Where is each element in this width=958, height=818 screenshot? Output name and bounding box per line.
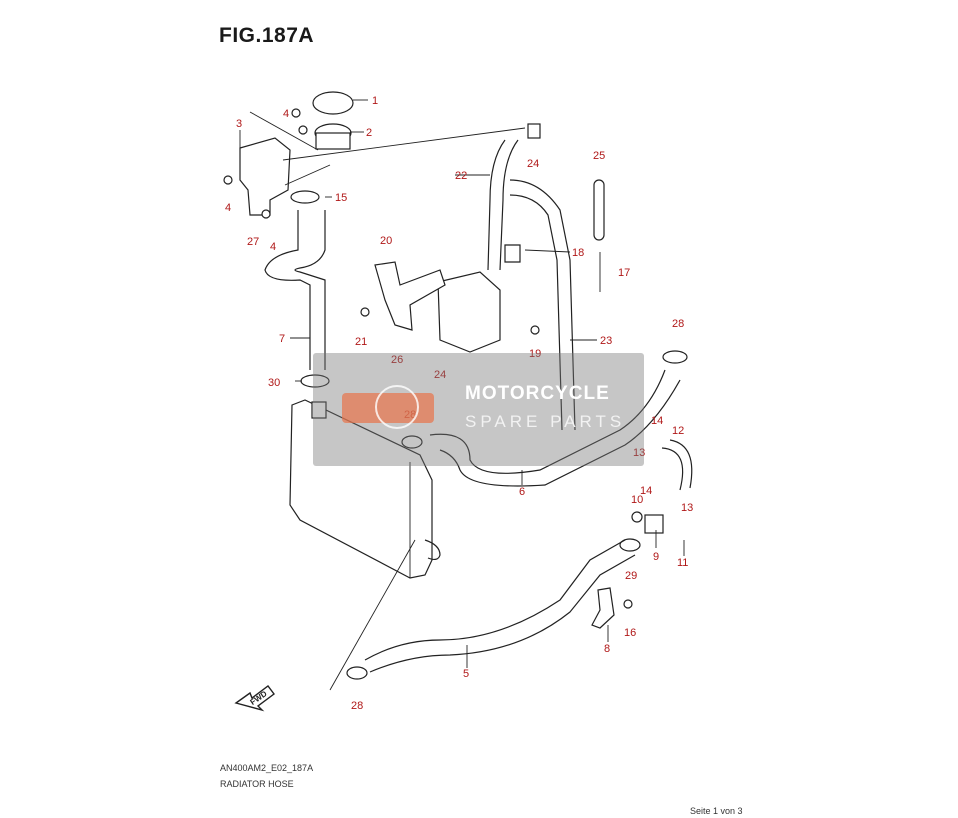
strap-part bbox=[593, 179, 605, 241]
radiator-inlet bbox=[311, 401, 327, 419]
bolt-part-left bbox=[223, 175, 233, 185]
callout-8: 8 bbox=[604, 643, 610, 655]
guide-line bbox=[249, 111, 319, 151]
callout-12: 12 bbox=[672, 425, 684, 437]
callout-17: 17 bbox=[618, 267, 630, 279]
callout-25: 25 bbox=[593, 150, 605, 162]
figure-title: FIG.187A bbox=[219, 24, 315, 47]
callout-14: 14 bbox=[640, 485, 652, 497]
small-hose-part bbox=[661, 439, 693, 491]
tank-bracket-part bbox=[374, 261, 446, 331]
clamp-part bbox=[619, 538, 641, 552]
callout-5: 5 bbox=[463, 668, 469, 680]
callout-1: 1 bbox=[372, 95, 378, 107]
callout-26: 26 bbox=[391, 354, 403, 366]
callout-4: 4 bbox=[270, 241, 276, 253]
callout-13: 13 bbox=[681, 502, 693, 514]
callout-layer: 1 2 3 4 4 4 27 15 22 24 25 20 18 17 21 1… bbox=[225, 95, 693, 712]
callout-22: 22 bbox=[455, 170, 467, 182]
figure-code: AN400AM2_E02_187A bbox=[220, 763, 314, 773]
callout-19: 19 bbox=[529, 348, 541, 360]
guide-line bbox=[284, 164, 331, 186]
bolt-part-top bbox=[291, 108, 301, 118]
callout-4: 4 bbox=[283, 108, 289, 120]
figure-name: RADIATOR HOSE bbox=[220, 779, 294, 789]
callout-7: 7 bbox=[279, 333, 285, 345]
fitting-part bbox=[644, 514, 664, 534]
bolt-part-21 bbox=[360, 307, 370, 317]
clip-part-top bbox=[527, 123, 541, 139]
callout-27: 27 bbox=[247, 236, 259, 248]
reservoir-tank-part bbox=[437, 271, 501, 353]
callout-24: 24 bbox=[527, 158, 539, 170]
bolt-part-16 bbox=[623, 599, 633, 609]
callout-28: 28 bbox=[672, 318, 684, 330]
upper-hose-part bbox=[264, 210, 326, 370]
watermark-logo-icon bbox=[342, 385, 434, 429]
radiator-cap-part bbox=[312, 91, 354, 115]
o-ring-part bbox=[631, 511, 643, 523]
overflow-hose-part bbox=[487, 139, 519, 271]
radiator-part bbox=[289, 399, 433, 579]
callout-10: 10 bbox=[631, 494, 643, 506]
clamp-part bbox=[662, 350, 688, 364]
radiator-outlet bbox=[424, 539, 441, 561]
callout-23: 23 bbox=[600, 335, 612, 347]
watermark-subtitle: SPARE PARTS bbox=[465, 412, 626, 431]
bolt-part-19 bbox=[530, 325, 540, 335]
callout-16: 16 bbox=[624, 627, 636, 639]
callout-13: 13 bbox=[633, 447, 645, 459]
guide-line bbox=[282, 127, 526, 161]
guide-line bbox=[329, 539, 416, 691]
clamp-part bbox=[290, 190, 320, 204]
page-number: Seite 1 von 3 bbox=[690, 806, 743, 816]
water-pump-hose-part bbox=[364, 539, 636, 673]
fwd-arrow-icon: FWD bbox=[234, 685, 275, 712]
reservoir-hose-part bbox=[509, 179, 576, 431]
callout-6: 6 bbox=[519, 486, 525, 498]
callout-29: 29 bbox=[625, 570, 637, 582]
washer-part bbox=[298, 125, 308, 135]
watermark-title: MOTORCYCLE bbox=[465, 383, 610, 404]
callout-21: 21 bbox=[355, 336, 367, 348]
callout-14: 14 bbox=[651, 415, 663, 427]
clamp-part bbox=[401, 435, 423, 449]
callout-11: 11 bbox=[677, 557, 688, 569]
callout-18: 18 bbox=[572, 247, 584, 259]
callout-28: 28 bbox=[351, 700, 363, 712]
filler-neck-body bbox=[315, 132, 351, 150]
callout-30: 30 bbox=[268, 377, 280, 389]
callout-3: 3 bbox=[236, 118, 242, 130]
bracket-part bbox=[239, 137, 291, 216]
hose-bracket-part bbox=[591, 587, 615, 629]
callout-9: 9 bbox=[653, 551, 659, 563]
callout-20: 20 bbox=[380, 235, 392, 247]
callout-2: 2 bbox=[366, 127, 372, 139]
reservoir-cap-part bbox=[504, 244, 521, 263]
lower-hose-part bbox=[429, 369, 681, 487]
callout-15: 15 bbox=[335, 192, 347, 204]
callout-24: 24 bbox=[434, 369, 446, 381]
callout-4: 4 bbox=[225, 202, 231, 214]
clamp-part bbox=[346, 666, 368, 680]
bolt-part-lower bbox=[261, 209, 271, 219]
